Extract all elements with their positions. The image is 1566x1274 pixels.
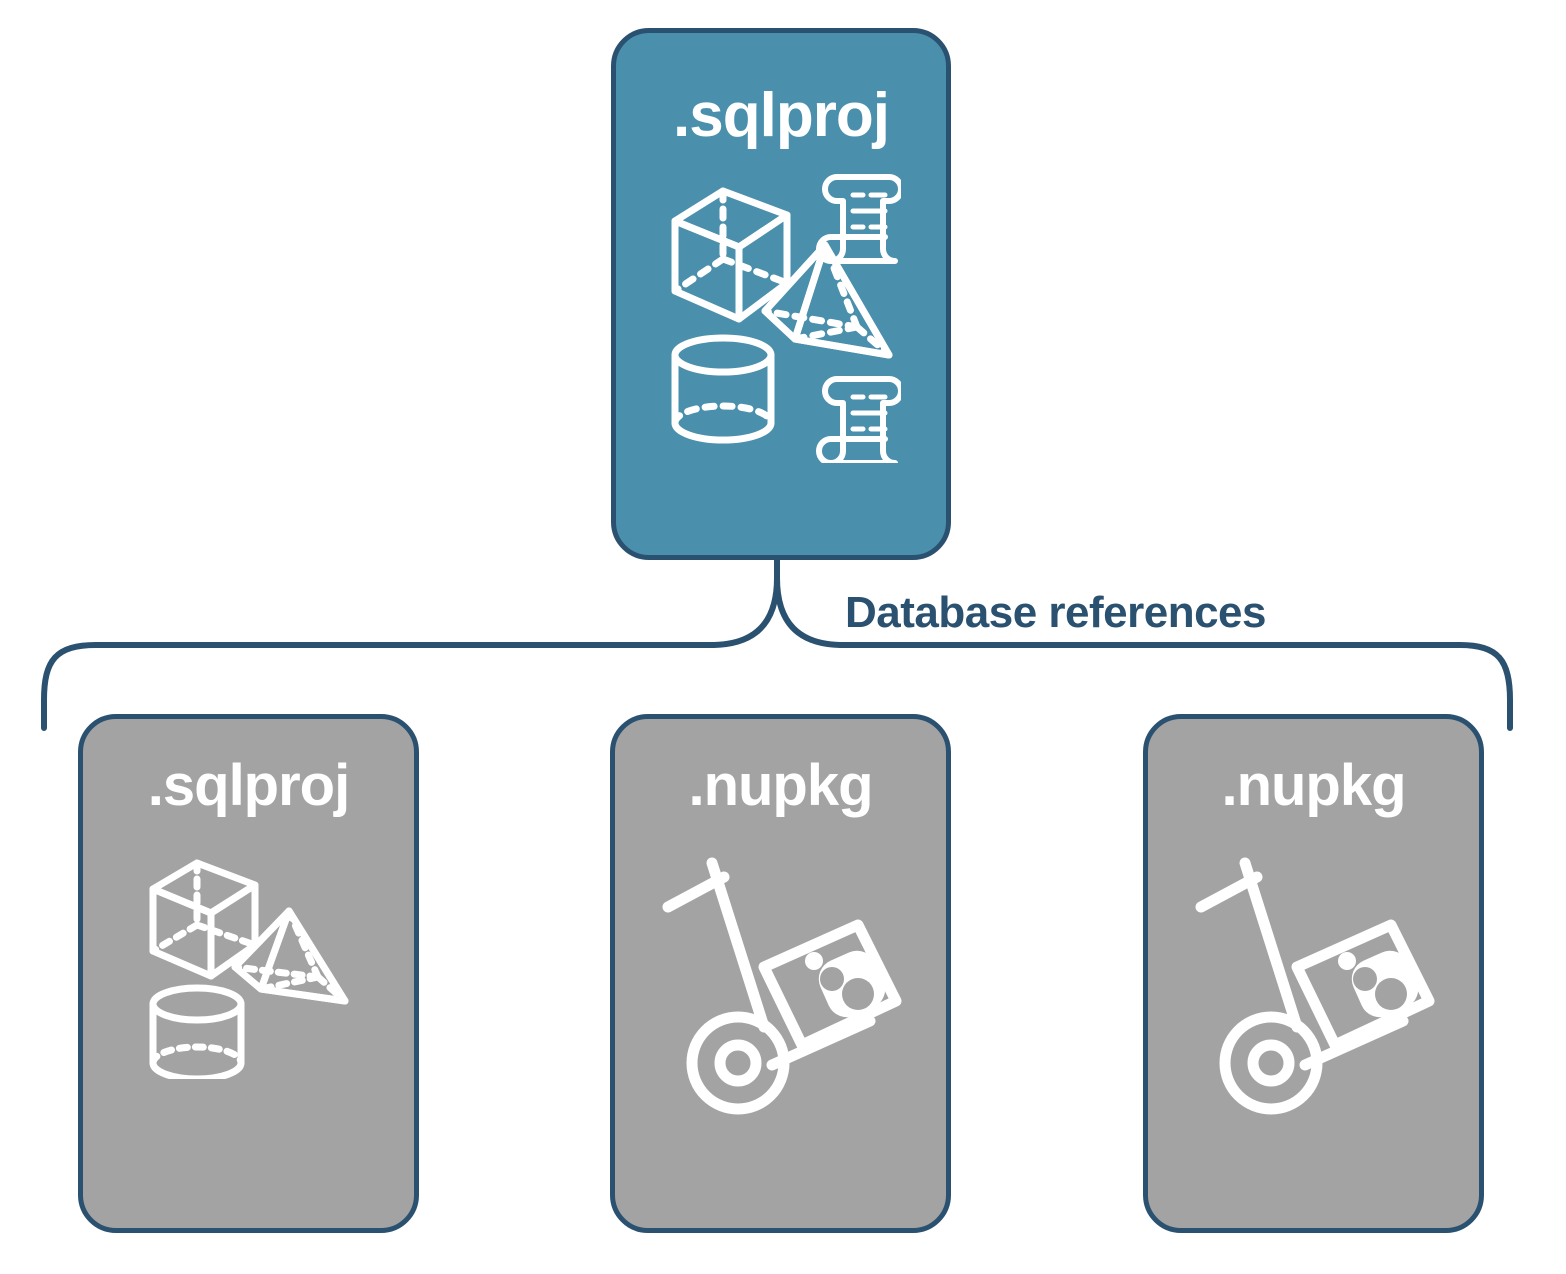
cylinder-wireframe-icon: [149, 984, 245, 1079]
node-child-nupkg-1-title: .nupkg: [688, 753, 873, 818]
child-sqlproj-icon-group: [149, 859, 349, 1079]
cube-wireframe-icon: [149, 859, 259, 980]
node-root-sqlproj[interactable]: .sqlproj: [611, 28, 951, 560]
node-child-sqlproj-title: .sqlproj: [147, 753, 350, 818]
scroll-script-icon: [816, 376, 901, 463]
cylinder-wireframe-icon: [671, 334, 775, 444]
brace-left-arm: [41, 575, 780, 731]
node-child-nupkg-2[interactable]: .nupkg: [1143, 714, 1484, 1233]
node-child-nupkg-1[interactable]: .nupkg: [610, 714, 951, 1233]
pyramid-wireframe-icon: [231, 907, 349, 1005]
cube-wireframe-icon: [671, 187, 791, 323]
package-blob-holes: [1352, 967, 1407, 1010]
brace-label-database-references: Database references: [845, 588, 1266, 637]
node-child-nupkg-1-artwork: [615, 849, 946, 1149]
node-root-title: .sqlproj: [673, 81, 890, 150]
node-child-sqlproj[interactable]: .sqlproj: [78, 714, 419, 1233]
package-blob-holes: [819, 967, 874, 1010]
hand-truck-package-icon: [1195, 857, 1434, 1115]
hand-truck-package-icon: [662, 857, 901, 1115]
node-child-sqlproj-artwork: [83, 849, 414, 1149]
scroll-script-icon: [816, 174, 901, 264]
node-root-artwork: [616, 173, 946, 473]
node-child-nupkg-2-title: .nupkg: [1221, 753, 1406, 818]
node-child-nupkg-2-artwork: [1148, 849, 1479, 1149]
root-icon-group: [671, 174, 901, 463]
pyramid-wireframe-icon: [761, 241, 893, 359]
